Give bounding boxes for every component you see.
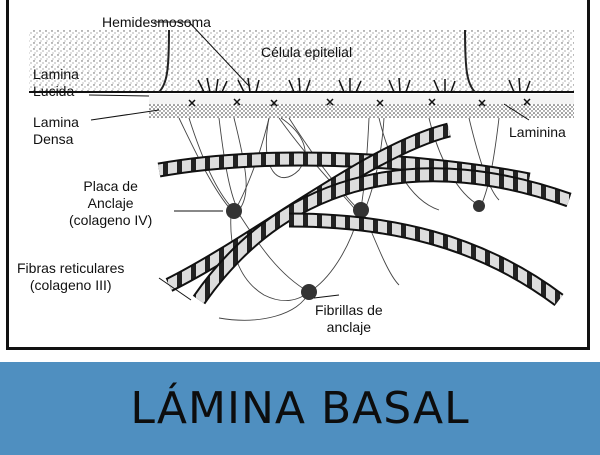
banner-title: LÁMINA BASAL <box>130 383 470 434</box>
label-leader-lines <box>88 21 530 301</box>
reticular-fibers <box>157 122 572 307</box>
epithelial-cell-layer <box>29 30 574 92</box>
label-lamina-lucida: Lamina Lucida <box>33 66 79 100</box>
label-fibras-reticulares: Fibras reticulares (colageno III) <box>17 260 124 294</box>
label-lamina-densa-line2: Densa <box>33 131 74 147</box>
label-lamina-lucida-line2: Lucida <box>33 83 75 99</box>
label-lamina-lucida-line1: Lamina <box>33 66 79 82</box>
label-fibrillas-anclaje: Fibrillas de anclaje <box>315 302 383 336</box>
hemidesmosomes <box>197 77 531 93</box>
label-laminina: Laminina <box>509 124 566 140</box>
cell-membrane-left <box>158 29 170 93</box>
anchoring-plaques <box>226 200 485 300</box>
lamina-densa <box>149 104 574 118</box>
basal-lamina-illustration <box>29 21 574 321</box>
label-placa-anclaje: Placa de Anclaje (colageno IV) <box>69 178 152 229</box>
label-placa-line1: Placa de <box>83 178 138 194</box>
lamina-lucida <box>149 94 574 104</box>
title-banner: LÁMINA BASAL <box>0 362 600 455</box>
label-hemidesmosoma: Hemidesmosoma <box>102 14 211 30</box>
label-fibrillas-line1: Fibrillas de <box>315 302 383 318</box>
label-lamina-densa: Lamina Densa <box>33 114 79 148</box>
label-placa-line2: Anclaje <box>87 195 134 211</box>
label-lamina-densa-line1: Lamina <box>33 114 79 130</box>
label-fibras-line2: (colageno III) <box>29 277 112 293</box>
label-fibrillas-line2: anclaje <box>326 319 372 335</box>
diagram-figure: Hemidesmosoma Célula epitelial Lamina Lu… <box>6 0 590 350</box>
label-placa-line3: (colageno IV) <box>69 212 153 228</box>
cell-membrane-right <box>464 29 476 93</box>
laminin-molecules <box>188 98 531 107</box>
label-fibras-line1: Fibras reticulares <box>17 260 125 276</box>
label-celula-epitelial: Célula epitelial <box>261 44 353 60</box>
